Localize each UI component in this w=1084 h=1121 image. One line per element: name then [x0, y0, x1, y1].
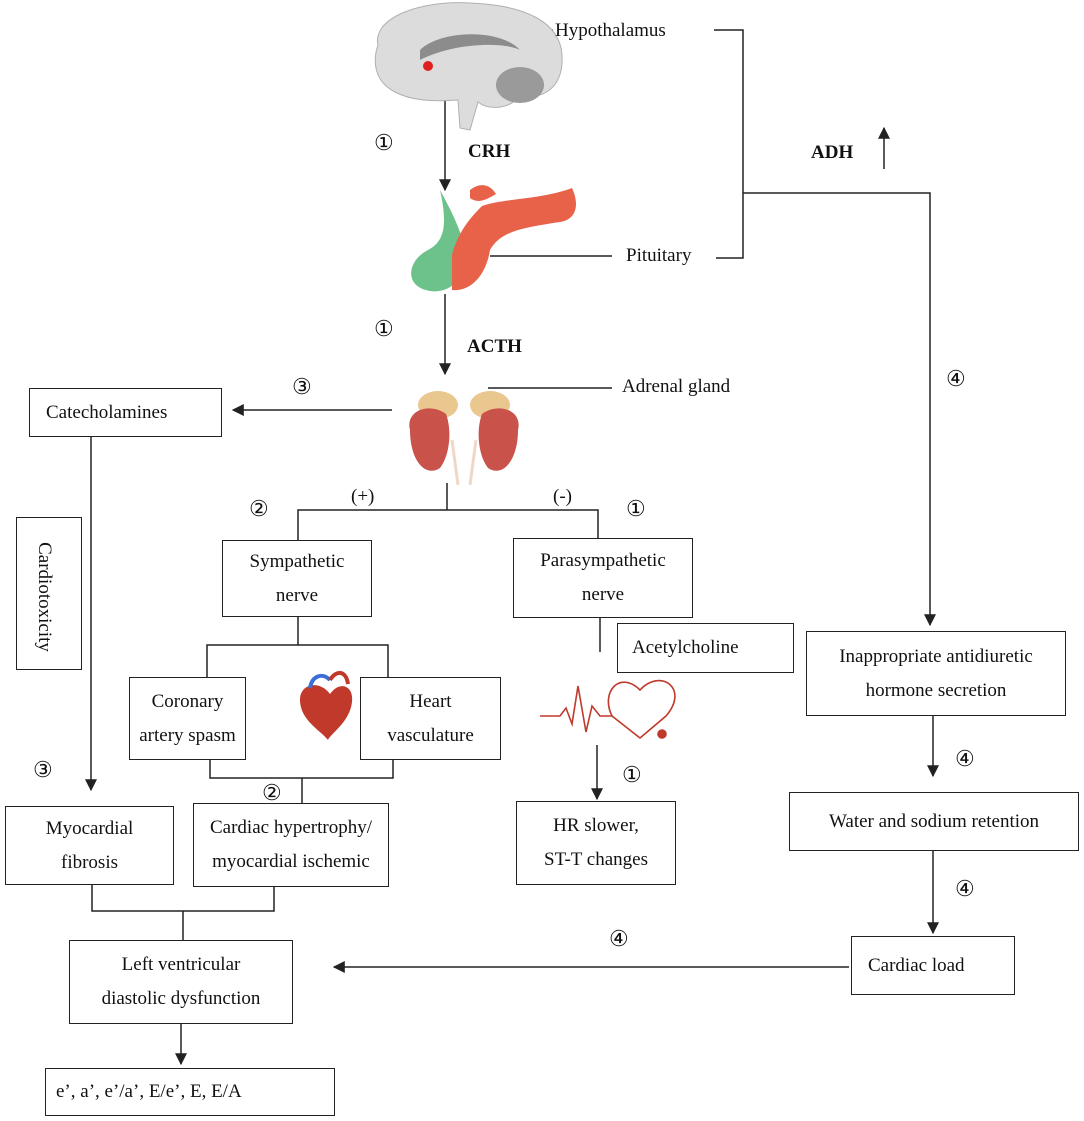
step-one-marker: ① — [626, 496, 646, 521]
acetylcholine-box: Acetylcholine — [617, 623, 794, 673]
step-four-marker: ④ — [609, 926, 629, 951]
step-one-marker: ① — [622, 762, 642, 787]
negative-sign: (-) — [553, 486, 572, 507]
step-four-marker: ④ — [946, 366, 966, 391]
catecholamines-text: Catecholamines — [46, 401, 168, 423]
echo-parameters-box: e’, a’, e’/a’, E/e’, E, E/A — [45, 1068, 335, 1116]
step-two-marker: ② — [262, 780, 282, 805]
hypertrophy-line-2: myocardial ischemic — [212, 851, 370, 872]
hr-line-2: ST-T changes — [544, 849, 648, 870]
cardiotoxicity-box: Cardiotoxicity — [16, 517, 82, 670]
water-sodium-text: Water and sodium retention — [828, 810, 1040, 832]
coronary-spasm-box: Coronary artery spasm — [129, 677, 246, 760]
brain-illustration — [374, 2, 563, 131]
lv-dysfunction-box: Left ventricular diastolic dysfunction — [69, 940, 293, 1024]
cardiac-load-box: Cardiac load — [851, 936, 1015, 995]
sympathetic-nerve-box: Sympathetic nerve — [222, 540, 372, 617]
step-one-marker: ① — [374, 130, 394, 155]
acth-label: ACTH — [467, 336, 522, 357]
hr-slower-box: HR slower, ST-T changes — [516, 801, 676, 885]
myocardial-fibrosis-box: Myocardial fibrosis — [5, 806, 174, 885]
water-sodium-box: Water and sodium retention — [789, 792, 1079, 851]
hypothalamus-label: Hypothalamus — [555, 20, 666, 41]
lv-line-2: diastolic dysfunction — [101, 988, 261, 1009]
sympathetic-line-2: nerve — [275, 584, 319, 606]
adrenal-gland-label: Adrenal gland — [622, 376, 731, 397]
step-two-marker: ② — [249, 496, 269, 521]
parasympathetic-line-1: Parasympathetic — [540, 550, 666, 571]
antidiuretic-secretion-box: Inappropriate antidiuretic hormone secre… — [806, 631, 1066, 716]
heart-vasculature-box: Heart vasculature — [360, 677, 501, 760]
parasympathetic-line-2: nerve — [581, 584, 625, 605]
sympathetic-branch — [206, 644, 389, 677]
cardiac-load-text: Cardiac load — [868, 954, 965, 976]
fibrosis-hypertrophy-join — [91, 885, 275, 912]
echo-parameters-text: e’, a’, e’/a’, E/e’, E, E/A — [56, 1081, 242, 1102]
lv-line-1: Left ventricular — [121, 954, 241, 975]
catecholamines-box: Catecholamines — [29, 388, 222, 437]
step-one-marker: ① — [374, 316, 394, 341]
antidiuretic-line-1: Inappropriate antidiuretic — [839, 645, 1033, 667]
hypertrophy-line-1: Cardiac hypertrophy/ — [210, 817, 372, 838]
step-three-marker: ③ — [292, 374, 312, 399]
crh-label: CRH — [468, 141, 511, 162]
adh-bracket-line — [714, 29, 744, 259]
pituitary-illustration — [411, 185, 576, 292]
sympathetic-line-1: Sympathetic — [249, 550, 345, 572]
vascular-join — [209, 760, 394, 779]
hr-line-1: HR slower, — [553, 815, 639, 836]
pituitary-label: Pituitary — [626, 245, 692, 266]
heart-illustration — [300, 671, 353, 740]
adh-to-secretion-arrow — [743, 192, 936, 627]
antidiuretic-line-2: hormone secretion — [865, 679, 1007, 701]
adrenal-split-branch — [297, 509, 599, 540]
hypothalamus-marker — [423, 61, 433, 71]
heart-vasculature-line-2: vasculature — [387, 724, 474, 746]
step-three-marker: ③ — [33, 757, 53, 782]
parasympathetic-nerve-box: Parasympathetic nerve — [513, 538, 693, 618]
acetylcholine-text: Acetylcholine — [632, 637, 739, 658]
positive-sign: (+) — [351, 486, 375, 507]
coronary-line-2: artery spasm — [139, 724, 236, 746]
step-four-marker: ④ — [955, 876, 975, 901]
adrenal-illustration — [409, 391, 519, 486]
coronary-line-1: Coronary — [151, 690, 224, 712]
fibrosis-line-1: Myocardial — [45, 817, 134, 839]
cardiotoxicity-label: Cardiotoxicity — [33, 542, 55, 652]
ecg-heart-illustration — [540, 679, 676, 740]
cardiac-hypertrophy-box: Cardiac hypertrophy/ myocardial ischemic — [193, 803, 389, 887]
heart-vasculature-line-1: Heart — [409, 690, 452, 712]
step-four-marker: ④ — [955, 746, 975, 771]
adh-label: ADH — [811, 142, 854, 163]
fibrosis-line-2: fibrosis — [61, 851, 118, 873]
